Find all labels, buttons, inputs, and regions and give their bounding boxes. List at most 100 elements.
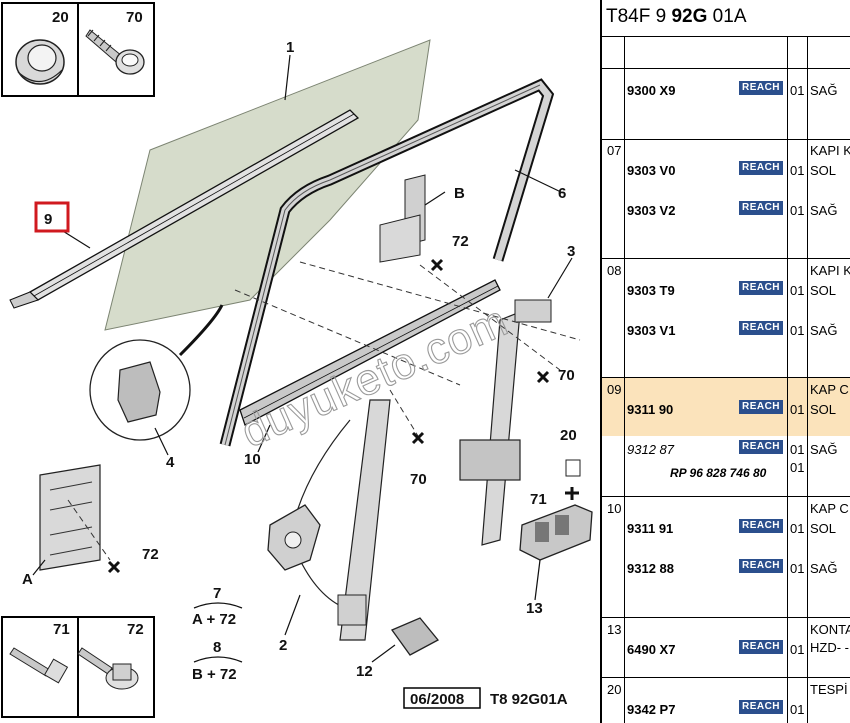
exploded-parts-diagram: 20 70	[1, 2, 593, 718]
window-switch[interactable]	[519, 504, 593, 561]
catalog-code-prefix: T84F 9	[606, 6, 672, 27]
part-ref[interactable]: 9303 V2	[627, 203, 676, 218]
part-ref[interactable]: 9342 P7	[627, 702, 676, 717]
footer-drawing-code: T8 92G01A	[490, 691, 568, 708]
clip-detail-magnifier[interactable]	[89, 304, 224, 441]
replacement-part-note[interactable]: RP 96 828 746 80	[670, 466, 767, 480]
part-ref[interactable]: 9311 91	[627, 521, 674, 536]
part-qty: 01	[790, 642, 805, 657]
part-ref[interactable]: 9303 V0	[627, 163, 676, 178]
part-side: SOL	[810, 402, 837, 417]
group-title: TESPİ	[810, 682, 848, 697]
part-qty: 01	[790, 323, 805, 338]
callout-70-bottom[interactable]: 70	[410, 471, 427, 488]
callout-13[interactable]: 13	[526, 600, 543, 617]
callout-72-bottom[interactable]: 72	[142, 546, 159, 563]
part-ref[interactable]: 9303 V1	[627, 323, 676, 338]
group-title: KAP C	[810, 382, 849, 397]
highlighted-callout-9[interactable]	[34, 201, 70, 233]
group-title: KAPI K	[810, 143, 850, 158]
inset-flange-bolt-72[interactable]: 72	[77, 616, 155, 718]
reach-badge: REACH	[739, 201, 783, 215]
callout-1[interactable]: 1	[286, 39, 294, 56]
part-qty: 01	[790, 83, 805, 98]
part-qty: 01	[790, 402, 805, 417]
group-number: 10	[607, 501, 622, 516]
part-side: SOL	[810, 283, 837, 298]
inset-bolt-71[interactable]: 71	[1, 616, 79, 718]
lower-window-seal-rail[interactable]	[239, 279, 501, 426]
callout-71[interactable]: 71	[530, 491, 547, 508]
column-rule	[624, 36, 625, 723]
callout-10[interactable]: 10	[244, 451, 261, 468]
parts-group-prev: 9300 X9 REACH 01 SAĞ	[602, 68, 850, 140]
formula-7-number: 7	[213, 585, 221, 602]
reach-badge: REACH	[739, 400, 783, 414]
footer-date: 06/2008	[410, 691, 464, 708]
callout-b[interactable]: B	[454, 185, 465, 202]
callout-70-right[interactable]: 70	[558, 367, 575, 384]
bolt-icon	[9, 647, 69, 684]
callout-9[interactable]: 9	[44, 211, 52, 228]
part-qty: 01	[790, 442, 805, 457]
group-number: 07	[607, 143, 622, 158]
callout-a[interactable]: A	[22, 571, 33, 588]
formula-8-expression: B + 72	[192, 666, 237, 683]
part-qty: 01	[790, 521, 805, 536]
bracket-assembly-a[interactable]	[39, 464, 101, 571]
reach-badge: REACH	[739, 640, 783, 654]
callout-20[interactable]: 20	[560, 427, 577, 444]
reach-badge: REACH	[739, 321, 783, 335]
part-side: SOL	[810, 163, 837, 178]
inset-label-20: 20	[52, 9, 69, 26]
callout-2[interactable]: 2	[279, 637, 287, 654]
group-number: 20	[607, 682, 622, 697]
callout-4[interactable]: 4	[166, 454, 175, 471]
part-ref[interactable]: 9312 87	[627, 442, 674, 457]
parts-group-20: 20 TESPİ 9342 P7 REACH 01	[602, 678, 850, 723]
door-frame-channel[interactable]	[219, 78, 555, 447]
part-ref[interactable]: 9312 88	[627, 561, 674, 576]
part-ref[interactable]: 9303 T9	[627, 283, 675, 298]
flange-bolt-icon	[77, 647, 139, 690]
callout-12[interactable]: 12	[356, 663, 373, 680]
selected-row-highlight	[602, 378, 850, 436]
part-ref-selected[interactable]: 9311 90	[627, 402, 674, 417]
clip-20-marker	[565, 459, 581, 477]
part-side: SOL	[810, 521, 837, 536]
callout-3[interactable]: 3	[567, 243, 575, 260]
self-tapping-screw-icon	[85, 29, 145, 75]
reach-badge: REACH	[739, 440, 783, 454]
inset-grommet-20[interactable]: 20	[1, 2, 79, 97]
regulator-guide-rail[interactable]	[459, 299, 552, 546]
kit-formula-8: 8 B + 72	[192, 639, 243, 683]
part-qty: 01	[790, 203, 805, 218]
parts-group-07: 07 KAPI K 9303 V0 REACH 01 SOL 9303 V2 R…	[602, 139, 850, 259]
parts-list-panel: T84F 9 92G 01A 9300 X9 REACH 01 SAĞ 07 K…	[600, 0, 850, 723]
part-side: SAĞ	[810, 323, 838, 338]
fixing-point-markers	[107, 258, 579, 574]
reach-badge: REACH	[739, 700, 783, 714]
window-seal-strip[interactable]	[9, 109, 360, 309]
inset-screw-70[interactable]: 70	[77, 2, 155, 97]
grommet-icon	[15, 39, 65, 85]
formula-7-expression: A + 72	[192, 611, 236, 628]
callout-6[interactable]: 6	[558, 185, 566, 202]
formula-8-number: 8	[213, 639, 221, 656]
column-rule	[787, 36, 788, 723]
window-regulator-mechanism[interactable]	[267, 399, 391, 641]
part-ref[interactable]: 9300 X9	[627, 83, 676, 98]
kit-formula-7: 7 A + 72	[192, 585, 243, 628]
part-side: SAĞ	[810, 442, 838, 457]
part-ref[interactable]: 6490 X7	[627, 642, 676, 657]
reach-badge: REACH	[739, 559, 783, 573]
part-qty: 01	[790, 561, 805, 576]
catalog-code-suffix: 01A	[707, 6, 747, 27]
callout-72-top[interactable]: 72	[452, 233, 469, 250]
inset-label-70: 70	[126, 9, 143, 26]
group-title: KAPI K	[810, 263, 850, 278]
inset-label-72: 72	[127, 621, 144, 638]
regulator-motor[interactable]	[390, 617, 440, 656]
part-qty: 01	[790, 163, 805, 178]
bracket-assembly-b[interactable]	[379, 174, 426, 263]
